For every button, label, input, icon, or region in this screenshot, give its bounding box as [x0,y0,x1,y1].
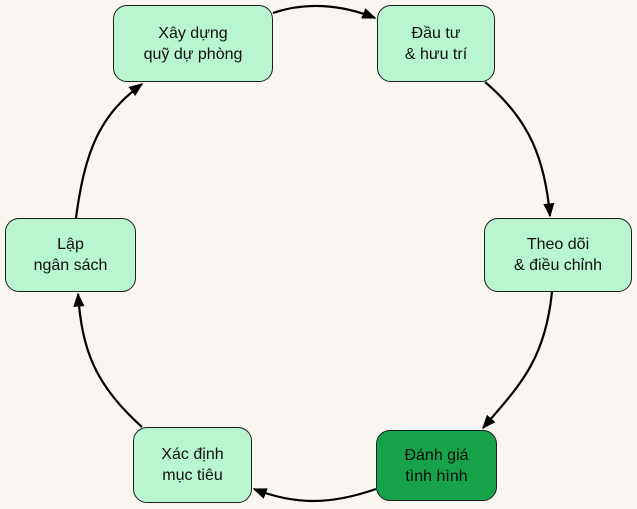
node-label-line1: Theo dõi [526,236,590,253]
node-lap-ngan-sach[interactable]: Lập ngân sách [5,218,136,292]
node-label-line1: Xác định [161,446,224,463]
node-label-line2: tình hình [405,467,468,485]
node-theo-doi-dieu-chinh[interactable]: Theo dõi & điều chỉnh [484,218,632,292]
edge-xac-dinh-to-lap [73,292,143,428]
node-label-line1: Lập [57,236,84,253]
node-label-line2: mục tiêu [162,467,223,484]
edge-theo-doi-to-danh-gia [482,291,554,430]
edge-xay-dung-to-dau-tu [272,4,377,20]
edge-dau-tu-to-theo-doi [484,81,555,218]
edge-danh-gia-to-xac-dinh [252,487,377,503]
node-xay-dung-quy-du-phong[interactable]: Xây dựng quỹ dự phòng [113,5,273,82]
node-label-line1: Đầu tư [411,24,461,42]
node-label-line2: quỹ dự phòng [143,45,243,63]
node-dau-tu-huu-tri[interactable]: Đầu tư & hưu trí [377,5,495,82]
edge-lap-to-xay-dung [74,83,144,219]
node-label-line1: Xây dựng [158,24,228,42]
node-xac-dinh-muc-tieu[interactable]: Xác định mục tiêu [133,427,252,503]
node-label-line2: ngân sách [33,257,108,274]
node-label-line2: & điều chỉnh [513,257,603,274]
node-label-line1: Đánh giá [404,446,469,464]
node-danh-gia-tinh-hinh[interactable]: Đánh giá tình hình [376,430,497,501]
node-label-line2: & hưu trí [404,45,468,63]
